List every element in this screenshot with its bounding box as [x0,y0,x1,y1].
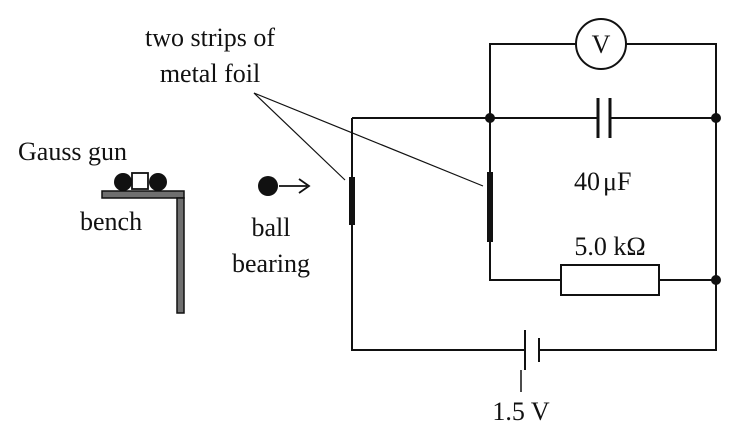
voltmeter-circle [575,18,627,70]
bench-top [101,190,185,199]
junction-dots [485,113,721,285]
motion-arrow-head [298,178,311,194]
voltmeter: V [575,18,627,70]
gauss-gun-magnet [131,172,149,190]
ball-bearing-label-line1: ball [252,213,291,242]
foil-pointer-line [253,92,484,187]
junction-dot [485,113,495,123]
junction-dot [711,275,721,285]
resistor: 5.0 kΩ [560,232,660,296]
metal-foil-strip-right [487,172,493,242]
foil-label-line2: metal foil [160,59,260,88]
capacitance-unit: μF [603,167,631,196]
foil-pointer-line [253,92,346,181]
ball-bearing [258,176,311,196]
ball-bearing-label-line2: bearing [232,249,310,278]
voltmeter-loop-wire [489,43,717,118]
voltmeter-label: V [592,30,611,59]
gauss-gun-label: Gauss gun [18,137,127,166]
resistance-label: 5.0 kΩ [574,232,645,261]
metal-foil-strip-left [349,177,355,225]
emf-label: 1.5 V [492,397,550,426]
junction-dot [711,113,721,123]
capacitance-value: 40 [574,167,600,196]
battery-right-wire [539,118,717,351]
foil-label-line1: two strips of [145,23,275,52]
bench [101,190,185,314]
gauss-gun [114,172,167,191]
bench-leg [176,197,185,314]
right-foil-wire [489,118,561,281]
gauss-gun-ball [149,173,167,191]
bench-label: bench [80,207,142,236]
gauss-gun-ball [114,173,132,191]
circuit-wires [351,43,717,351]
resistor-body [560,264,660,296]
ball-bearing-dot [258,176,278,196]
left-loop-wire [351,118,525,351]
battery-cell: 1.5 V [492,330,550,426]
